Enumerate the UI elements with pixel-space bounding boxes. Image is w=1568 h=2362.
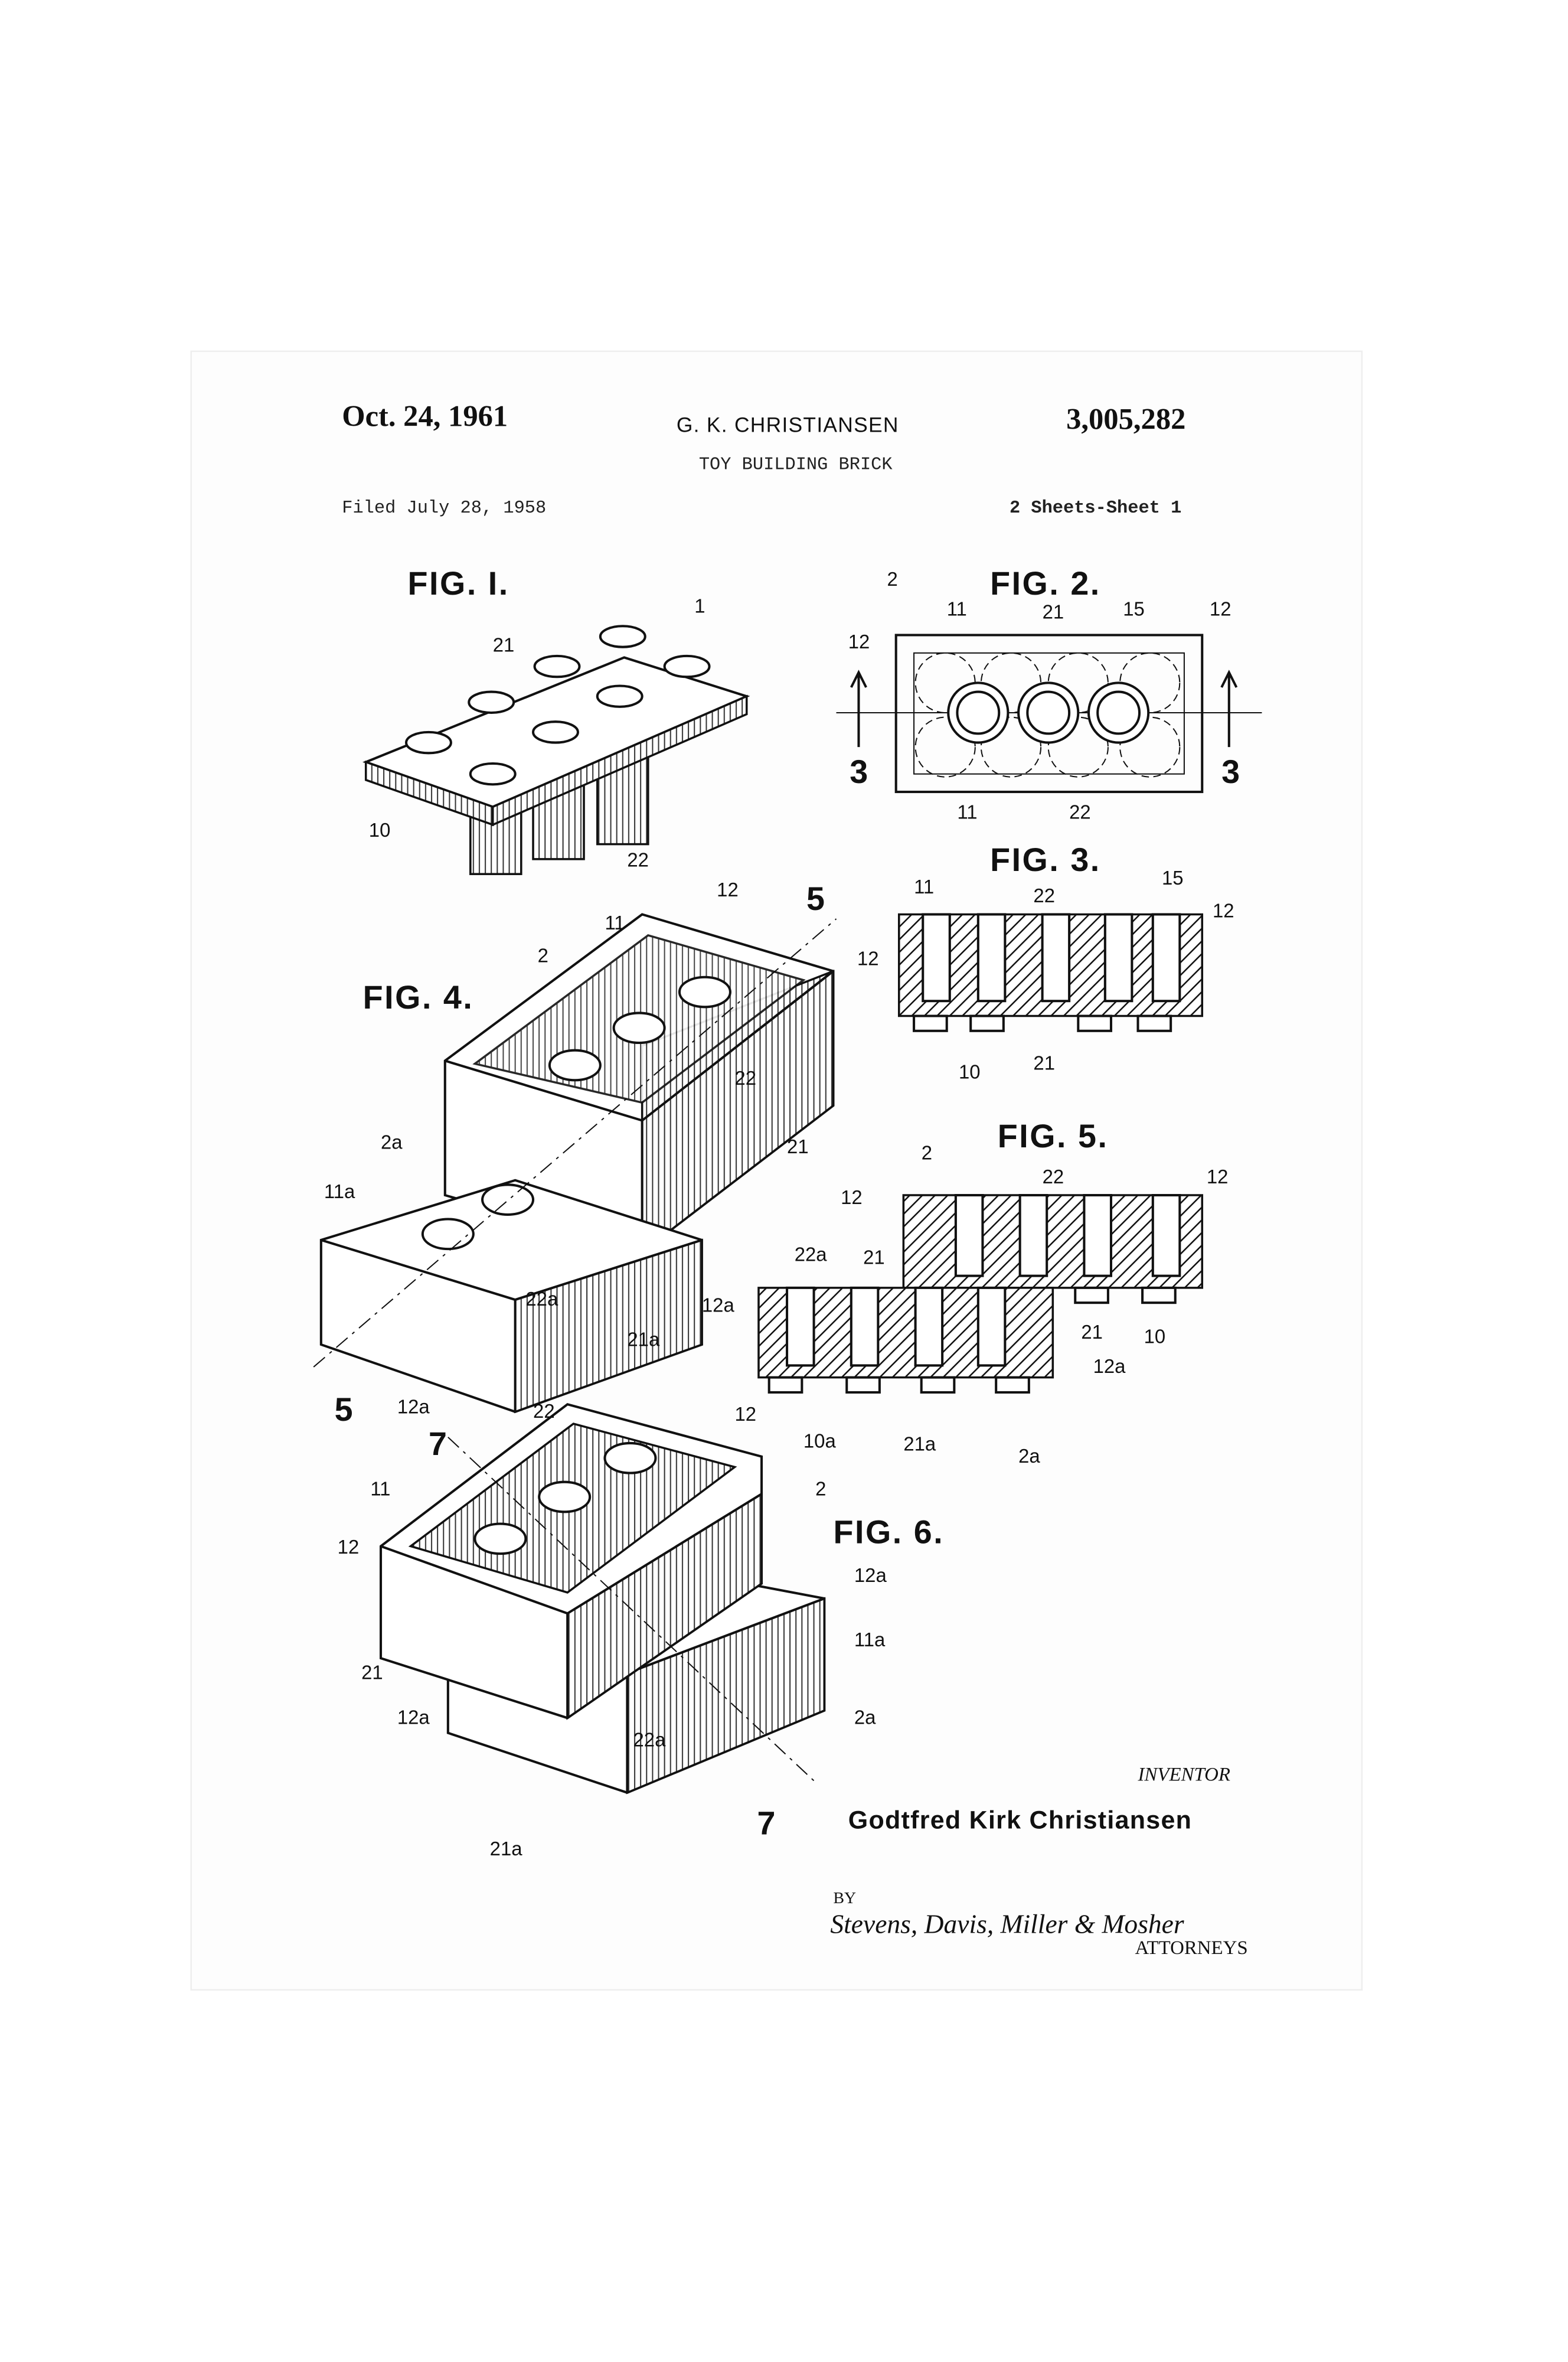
ref-numeral: 10	[1144, 1325, 1166, 1347]
ref-numeral: 5	[335, 1391, 354, 1428]
ref-numeral: 12	[1210, 598, 1231, 620]
ref-numeral: 11	[947, 598, 967, 620]
figure-5-title: FIG. 5.	[998, 1118, 1109, 1154]
ref-numeral: 12	[717, 879, 739, 901]
ref-numeral: 21	[1033, 1052, 1055, 1074]
ref-numeral: 12	[338, 1536, 360, 1558]
ref-numeral: 22a	[525, 1288, 558, 1310]
ref-numeral: 5	[806, 880, 826, 917]
figure-2: FIG. 2. 2 11 21 15 12 12 3 3 11 22	[836, 565, 1262, 823]
ref-numeral: 2	[538, 944, 548, 966]
ref-numeral: 22	[533, 1400, 555, 1422]
ref-numeral: 2	[815, 1477, 826, 1499]
ref-numeral: 22	[1043, 1166, 1064, 1187]
ref-numeral: 12	[841, 1186, 863, 1208]
ref-numeral: 22	[735, 1067, 757, 1089]
ref-numeral: 3	[1221, 753, 1241, 790]
ref-numeral: 12a	[702, 1294, 735, 1316]
patent-date: Oct. 24, 1961	[342, 399, 508, 432]
ref-numeral: 12	[735, 1403, 757, 1425]
ref-numeral: 12a	[397, 1706, 430, 1728]
figure-3-title: FIG. 3.	[990, 841, 1101, 878]
ref-numeral: 12	[1207, 1166, 1229, 1187]
figure-4-title: FIG. 4.	[363, 979, 474, 1016]
ref-numeral: 11	[370, 1477, 390, 1499]
ref-numeral: 12a	[1093, 1355, 1126, 1377]
ref-numeral: 2a	[1018, 1445, 1040, 1467]
sheet-count: 2 Sheets-Sheet 1	[1010, 498, 1181, 518]
ref-numeral: 22	[1033, 885, 1055, 906]
ref-numeral: 11	[914, 876, 934, 898]
ref-numeral: 2a	[381, 1131, 403, 1153]
ref-numeral: 21a	[490, 1838, 523, 1859]
ref-numeral: 10a	[803, 1430, 837, 1452]
inventor-short-name: G. K. CHRISTIANSEN	[677, 413, 899, 436]
inventor-name: Godtfred Kirk Christiansen	[848, 1806, 1192, 1835]
ref-numeral: 21a	[627, 1329, 660, 1350]
figure-1: FIG. I. 1 21 10 22	[362, 565, 750, 875]
figure-4: FIG. 4. 12 5 11 2 22 21 2a 11a 22a 21a 5…	[313, 879, 837, 1428]
figure-6-title: FIG. 6.	[833, 1513, 944, 1550]
ref-numeral: 2	[887, 568, 898, 590]
ref-numeral: 7	[429, 1425, 448, 1462]
ref-numeral: 15	[1162, 867, 1184, 889]
ref-numeral: 21	[493, 634, 515, 655]
figure-3: FIG. 3. 11 22 15 12 12 10 21	[857, 841, 1234, 1083]
figure-6: FIG. 6. 22 12 7 2 11 12 12a 11a 21 12a 2…	[338, 1400, 944, 1859]
attorneys-signature: Stevens, Davis, Miller & Mosher	[830, 1909, 1184, 1939]
ref-numeral: 22a	[633, 1728, 667, 1750]
filed-date: Filed July 28, 1958	[342, 498, 546, 518]
attorneys-label: ATTORNEYS	[1135, 1937, 1247, 1959]
ref-numeral: 22	[1069, 801, 1091, 823]
ref-numeral: 12a	[397, 1395, 430, 1417]
ref-numeral: 12	[848, 631, 870, 653]
patent-title: TOY BUILDING BRICK	[699, 455, 893, 475]
ref-numeral: 1	[694, 595, 705, 617]
figure-5: FIG. 5. 2 22 12 12 22a 21 12a 21 10 12a …	[702, 1118, 1229, 1467]
figure-2-title: FIG. 2.	[990, 565, 1101, 602]
ref-numeral: 11	[957, 801, 977, 823]
ref-numeral: 15	[1123, 598, 1145, 620]
figure-1-title: FIG. I.	[408, 565, 509, 602]
ref-numeral: 22a	[795, 1243, 828, 1265]
ref-numeral: 21	[787, 1136, 809, 1157]
patent-number: 3,005,282	[1066, 402, 1185, 435]
ref-numeral: 3	[850, 753, 869, 790]
ref-numeral: 12	[1213, 900, 1234, 922]
ref-numeral: 11a	[324, 1180, 355, 1202]
ref-numeral: 2a	[854, 1706, 876, 1728]
ref-numeral: 12a	[854, 1564, 887, 1586]
by-label: BY	[833, 1889, 856, 1907]
ref-numeral: 21	[1043, 601, 1064, 623]
ref-numeral: 11	[605, 912, 625, 934]
ref-numeral: 12	[857, 947, 879, 969]
ref-numeral: 11a	[854, 1629, 886, 1650]
ref-numeral: 21	[863, 1246, 885, 1268]
ref-numeral: 2	[922, 1141, 932, 1163]
ref-numeral: 21	[361, 1662, 383, 1684]
ref-numeral: 21a	[903, 1433, 936, 1455]
ref-numeral: 22	[627, 849, 649, 871]
paper-sheet	[190, 350, 1363, 1991]
ref-numeral: 10	[959, 1061, 981, 1083]
inventor-label: INVENTOR	[1137, 1764, 1230, 1786]
ref-numeral: 10	[369, 819, 391, 841]
ref-numeral: 21	[1081, 1321, 1103, 1343]
ref-numeral: 7	[757, 1805, 776, 1842]
